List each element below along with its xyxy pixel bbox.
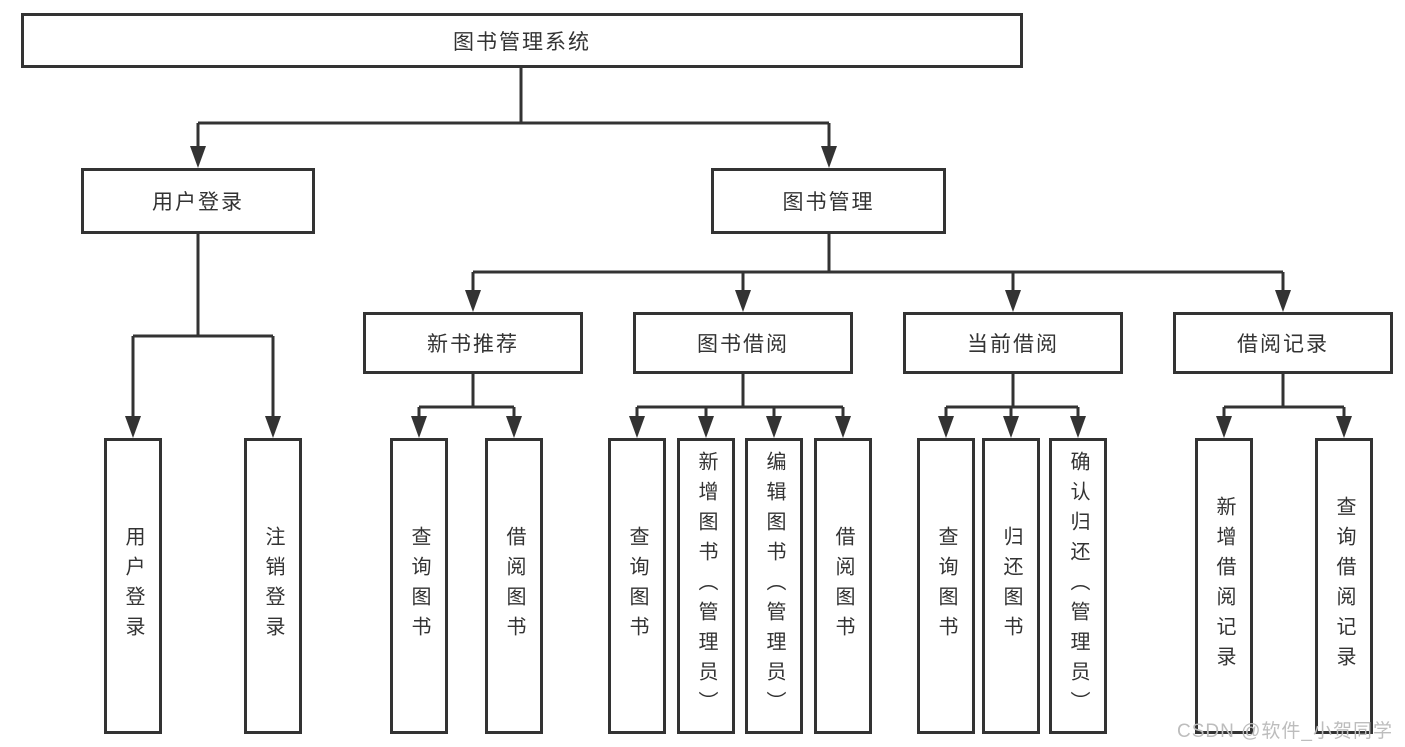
connector-recommend-to-leaves bbox=[411, 374, 522, 438]
connector-user-login-to-leaves bbox=[125, 234, 281, 438]
connector-line bbox=[944, 374, 1080, 420]
arrowhead-icon bbox=[629, 416, 645, 438]
connector-root-to-level2 bbox=[190, 68, 837, 168]
arrowhead-icon bbox=[698, 416, 714, 438]
connector-line bbox=[131, 234, 275, 420]
node-user-login: 用户登录 bbox=[81, 168, 315, 234]
leaf-edit-books-admin: 编辑图书（管理员） bbox=[745, 438, 803, 734]
connector-book-mgmt-to-level3 bbox=[465, 234, 1291, 312]
connector-line bbox=[1222, 374, 1346, 420]
arrowhead-icon bbox=[506, 416, 522, 438]
leaf-borrow-books: 借阅图书 bbox=[814, 438, 872, 734]
arrowhead-icon bbox=[125, 416, 141, 438]
leaf-current-query-books: 查询图书 bbox=[917, 438, 975, 734]
leaf-user-login: 用户登录 bbox=[104, 438, 162, 734]
arrowhead-icon bbox=[1003, 416, 1019, 438]
connector-line bbox=[635, 374, 845, 420]
connector-line bbox=[196, 68, 831, 150]
leaf-query-borrow-record: 查询借阅记录 bbox=[1315, 438, 1373, 734]
connector-line bbox=[417, 374, 516, 420]
leaf-add-borrow-record: 新增借阅记录 bbox=[1195, 438, 1253, 734]
node-new-book-recommend: 新书推荐 bbox=[363, 312, 583, 374]
csdn-watermark: CSDN @软件_小贺同学 bbox=[1177, 721, 1393, 742]
node-book-management: 图书管理 bbox=[711, 168, 946, 234]
leaf-recommend-query-books: 查询图书 bbox=[390, 438, 448, 734]
arrowhead-icon bbox=[1070, 416, 1086, 438]
connector-current-to-leaves bbox=[938, 374, 1086, 438]
node-current-borrow: 当前借阅 bbox=[903, 312, 1123, 374]
connector-records-to-leaves bbox=[1216, 374, 1352, 438]
node-library-management-system: 图书管理系统 bbox=[21, 13, 1023, 68]
leaf-confirm-return-admin: 确认归还（管理员） bbox=[1049, 438, 1107, 734]
arrowhead-icon bbox=[1216, 416, 1232, 438]
connector-line bbox=[471, 234, 1285, 294]
leaf-borrow-query-books: 查询图书 bbox=[608, 438, 666, 734]
arrowhead-icon bbox=[190, 146, 206, 168]
node-book-borrow: 图书借阅 bbox=[633, 312, 853, 374]
arrowhead-icon bbox=[1005, 290, 1021, 312]
leaf-return-books: 归还图书 bbox=[982, 438, 1040, 734]
leaf-add-books-admin: 新增图书（管理员） bbox=[677, 438, 735, 734]
arrowhead-icon bbox=[1275, 290, 1291, 312]
node-borrow-records: 借阅记录 bbox=[1173, 312, 1393, 374]
arrowhead-icon bbox=[766, 416, 782, 438]
arrowhead-icon bbox=[835, 416, 851, 438]
arrowhead-icon bbox=[735, 290, 751, 312]
arrowhead-icon bbox=[265, 416, 281, 438]
leaf-recommend-borrow-books: 借阅图书 bbox=[485, 438, 543, 734]
arrowhead-icon bbox=[938, 416, 954, 438]
leaf-logout: 注销登录 bbox=[244, 438, 302, 734]
arrowhead-icon bbox=[411, 416, 427, 438]
arrowhead-icon bbox=[1336, 416, 1352, 438]
connector-borrow-to-leaves bbox=[629, 374, 851, 438]
arrowhead-icon bbox=[821, 146, 837, 168]
arrowhead-icon bbox=[465, 290, 481, 312]
